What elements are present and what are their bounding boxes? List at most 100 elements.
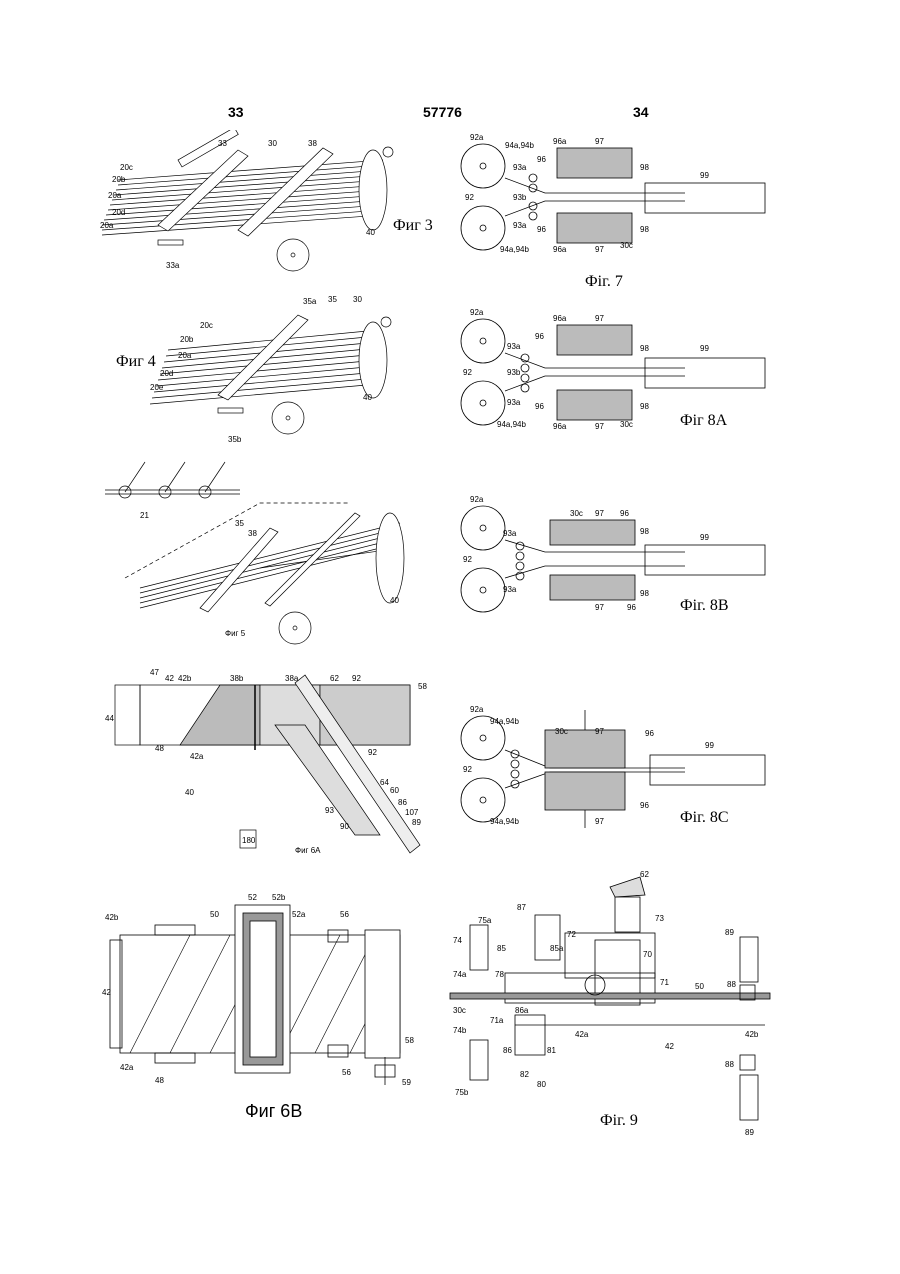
page-number-right: 34	[633, 104, 649, 120]
fig8b-label-93a-2: 93a	[503, 585, 517, 594]
fig8b-label-98-2: 98	[640, 589, 649, 598]
fig9-caption: Фіг. 9	[600, 1112, 638, 1129]
fig8b-caption: Фіг. 8B	[680, 597, 729, 614]
fig4-label-20b: 20b	[180, 335, 194, 344]
fig8c-label-30c: 30c	[555, 727, 568, 736]
fig9-label-85: 85	[497, 944, 506, 953]
fig8a-label-97: 97	[595, 314, 604, 323]
fig7-label-99: 99	[700, 171, 709, 180]
fig3-label-20b: 20b	[112, 175, 126, 184]
fig9-label-75a: 75a	[478, 916, 492, 925]
figure-8c: 92a 94a,94b 30c 97 96 99 92 94a,94b 97 9…	[445, 700, 775, 835]
fig9-label-81: 81	[547, 1046, 556, 1055]
fig6a-label-60: 60	[390, 786, 399, 795]
fig8b-label-93a: 93a	[503, 529, 517, 538]
fig7-label-96-2: 96	[537, 225, 546, 234]
fig8b-label-30c: 30c	[570, 509, 583, 518]
fig9-label-74a: 74a	[453, 970, 467, 979]
fig9-label-86a: 86a	[515, 1006, 529, 1015]
fig3-threads	[102, 160, 383, 235]
fig7-label-96a-2: 96a	[553, 245, 567, 254]
fig8a-label-99: 99	[700, 344, 709, 353]
fig4-label-20a: 20a	[178, 351, 192, 360]
fig7-label-93b: 93b	[513, 193, 527, 202]
fig8b-label-98: 98	[640, 527, 649, 536]
fig6b-label-42: 42	[102, 988, 111, 997]
fig8c-label-99: 99	[705, 741, 714, 750]
fig6b-caption: Фиг 6B	[245, 1101, 302, 1121]
fig6a-label-62: 62	[330, 674, 339, 683]
fig9-label-74: 74	[453, 936, 462, 945]
fig9-label-42a: 42a	[575, 1030, 589, 1039]
fig9-label-80: 80	[537, 1080, 546, 1089]
fig3-label-20a: 20a	[108, 191, 122, 200]
fig7-label-92: 92	[465, 193, 474, 202]
fig3-caption: Фиг 3	[393, 217, 433, 234]
fig6b-label-52: 52	[248, 893, 257, 902]
fig6b-label-42b: 42b	[105, 913, 119, 922]
fig6a-label-38a: 38a	[285, 674, 299, 683]
fig3-label-33: 33	[218, 139, 227, 148]
fig6a-label-90: 90	[340, 822, 349, 831]
fig6b-label-52b: 52b	[272, 893, 286, 902]
fig8b-label-92: 92	[463, 555, 472, 564]
fig9-label-89-2: 89	[745, 1128, 754, 1137]
fig9-label-86: 86	[503, 1046, 512, 1055]
fig6a-label-47: 47	[150, 668, 159, 677]
fig9-label-72: 72	[567, 930, 576, 939]
fig7-label-98-2: 98	[640, 225, 649, 234]
fig9-label-73: 73	[655, 914, 664, 923]
fig8c-label-92a: 92a	[470, 705, 484, 714]
fig5-label-21: 21	[140, 511, 149, 520]
figure-8a: 92a 96a 97 93a 96 92 93b 93a 96 94a,94b …	[445, 303, 775, 438]
fig9-label-71: 71	[660, 978, 669, 987]
figure-6a: 47 42 42b 38b 38a 62 92 58 44 42a 48 92 …	[100, 665, 430, 865]
fig9-label-75b: 75b	[455, 1088, 469, 1097]
fig3-label-20a-2: 20a	[100, 221, 114, 230]
fig9-label-89: 89	[725, 928, 734, 937]
fig9-label-42: 42	[665, 1042, 674, 1051]
fig9-label-87: 87	[517, 903, 526, 912]
fig8a-label-96-2: 96	[535, 402, 544, 411]
patent-number: 57776	[423, 104, 462, 120]
fig3-label-20c: 20c	[120, 163, 133, 172]
fig8a-label-97-2: 97	[595, 422, 604, 431]
fig6a-label-48: 48	[155, 744, 164, 753]
fig8c-label-97-2: 97	[595, 817, 604, 826]
fig4-label-20d: 20d	[160, 369, 173, 378]
fig6b-label-52a: 52a	[292, 910, 306, 919]
fig8b-label-92a: 92a	[470, 495, 484, 504]
fig6a-label-86: 86	[398, 798, 407, 807]
fig3-label-38: 38	[308, 139, 317, 148]
fig6a-caption: Фиг 6A	[295, 846, 321, 855]
fig8a-label-96: 96	[535, 332, 544, 341]
fig7-label-93a: 93a	[513, 163, 527, 172]
fig7-label-30c: 30c	[620, 241, 633, 250]
fig7-label-94a94b-2: 94a,94b	[500, 245, 529, 254]
fig6a-label-38b: 38b	[230, 674, 244, 683]
fig7-label-98: 98	[640, 163, 649, 172]
fig4-label-35b: 35b	[228, 435, 242, 444]
fig8c-label-94a94b-2: 94a,94b	[490, 817, 519, 826]
fig4-label-35a: 35a	[303, 297, 317, 306]
fig9-label-88-2: 88	[725, 1060, 734, 1069]
fig4-label-30: 30	[353, 295, 362, 304]
fig6b-label-59: 59	[402, 1078, 411, 1087]
fig5-label-35: 35	[235, 519, 244, 528]
fig4-label-35: 35	[328, 295, 337, 304]
fig9-label-62: 62	[640, 870, 649, 879]
fig8b-label-96: 96	[620, 509, 629, 518]
fig8a-label-98-2: 98	[640, 402, 649, 411]
fig8c-label-96: 96	[645, 729, 654, 738]
fig5-label-38: 38	[248, 529, 257, 538]
fig6a-label-42a: 42a	[190, 752, 204, 761]
fig4-label-40: 40	[363, 393, 372, 402]
fig8b-label-96-2: 96	[627, 603, 636, 612]
fig6a-label-180: 180	[242, 836, 256, 845]
fig7-label-96a: 96a	[553, 137, 567, 146]
figure-6b: 42b 50 52 52b 52a 56 42 42a 48 56 58 59 …	[100, 885, 430, 1125]
fig3-label-40: 40	[366, 228, 375, 237]
fig8b-label-99: 99	[700, 533, 709, 542]
fig6a-label-92-2: 92	[368, 748, 377, 757]
figure-9: 62 87 73 75a 72 70 74 85 85a 89 74a 78 7…	[445, 865, 775, 1145]
